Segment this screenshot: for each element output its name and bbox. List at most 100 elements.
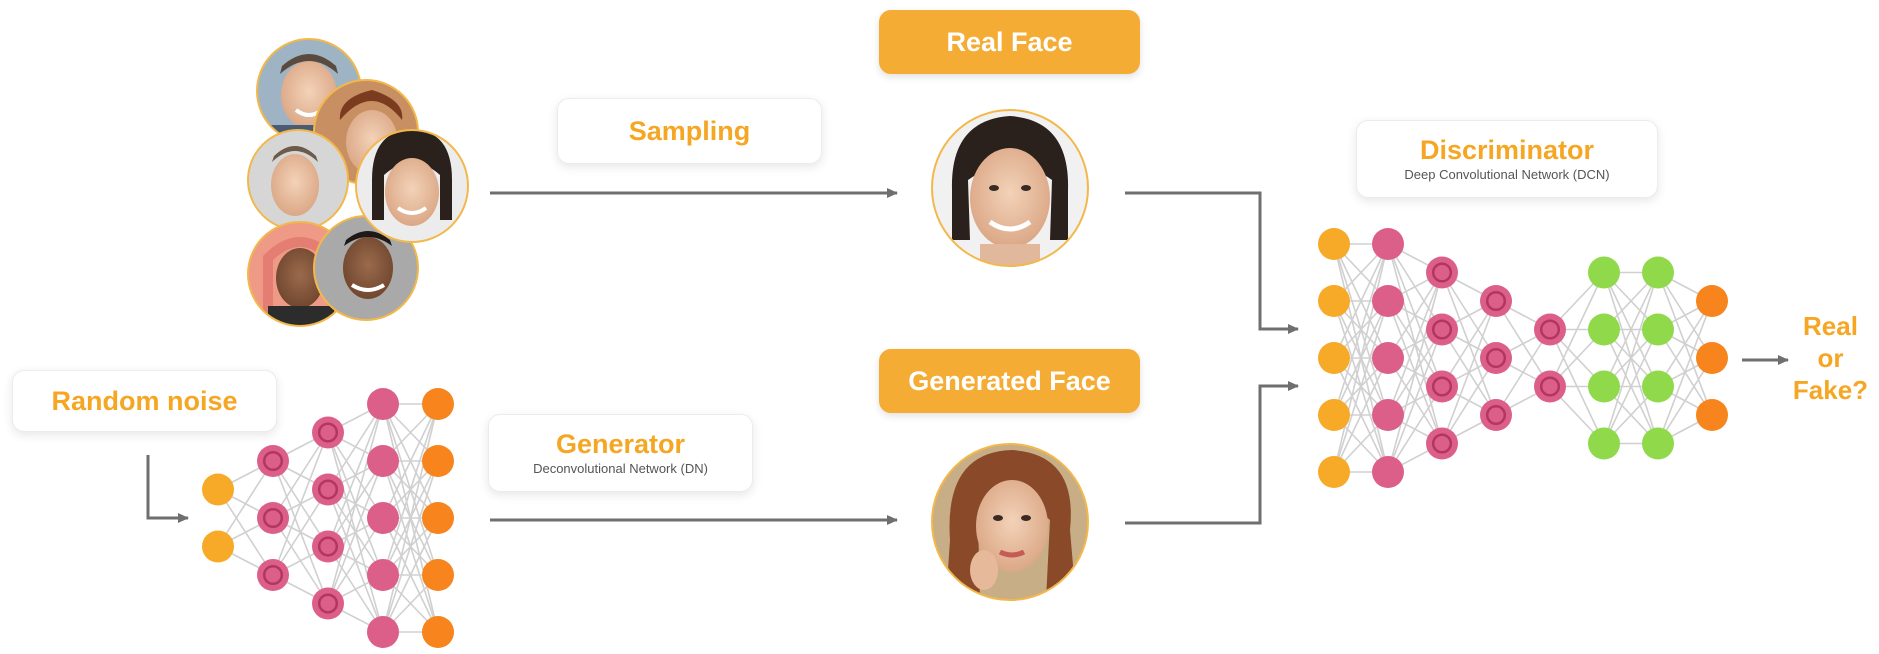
network-edge [1441, 357, 1497, 444]
network-node [257, 559, 289, 591]
network-edge [382, 403, 439, 519]
network-edge [1387, 272, 1443, 416]
network-edge [1603, 272, 1659, 387]
flow-arrows [146, 188, 1789, 525]
network-edge [327, 403, 384, 604]
network-node [1588, 313, 1620, 346]
network-edge [1387, 272, 1443, 359]
network-node [312, 416, 344, 449]
discriminator-title: Discriminator [1419, 135, 1595, 165]
network-node [257, 502, 289, 534]
network-node [1696, 285, 1728, 317]
generated-face-label: Generated Face [879, 349, 1140, 413]
network-edge [1387, 272, 1443, 473]
real-to-discriminator-arrow [1125, 191, 1299, 334]
verdict-fake: Fake? [1792, 375, 1869, 405]
network-edge [1387, 329, 1443, 473]
network-node [1534, 370, 1566, 403]
network-node [422, 616, 454, 648]
network-edge [1549, 272, 1605, 387]
network-node [1480, 399, 1512, 431]
network-node [1318, 342, 1350, 374]
network-node-ring [1485, 404, 1507, 426]
network-node [1642, 313, 1674, 346]
network-edge [327, 460, 384, 604]
network-node [257, 445, 289, 477]
verdict-real: Real [1803, 311, 1858, 341]
network-node [367, 616, 399, 648]
network-node-ring [1485, 290, 1507, 312]
real-face-photo [931, 109, 1089, 267]
network-node [1426, 313, 1458, 346]
network-edge [1603, 329, 1659, 444]
network-node [1426, 256, 1458, 289]
generator-label: Generator Deconvolutional Network (DN) [488, 414, 753, 492]
network-node [1642, 256, 1674, 289]
network-node [422, 502, 454, 534]
network-node [1318, 456, 1350, 488]
network-edge [1387, 386, 1443, 473]
network-node-ring [1431, 376, 1453, 397]
discriminator-network [1318, 228, 1728, 488]
network-edge [217, 460, 274, 547]
network-edge [1333, 243, 1389, 416]
network-node [1372, 456, 1404, 488]
generator-nodes [202, 388, 454, 648]
network-node [422, 388, 454, 420]
network-edge [382, 403, 439, 633]
network-node [1318, 399, 1350, 431]
network-edge [272, 432, 329, 519]
network-edge [272, 489, 329, 576]
network-node-ring [1539, 376, 1561, 397]
network-node [1372, 285, 1404, 317]
network-edge [1333, 243, 1389, 473]
real-face-label: Real Face [879, 10, 1140, 74]
network-node-ring [1431, 319, 1453, 340]
network-node [1372, 399, 1404, 431]
generated-face-photo [931, 443, 1089, 601]
network-node-ring [262, 564, 284, 586]
network-node-ring [317, 593, 339, 614]
network-node [312, 587, 344, 620]
network-node [367, 445, 399, 477]
network-edge [327, 403, 384, 547]
generator-title: Generator [555, 429, 686, 459]
network-node-ring [262, 507, 284, 529]
network-node [202, 473, 234, 506]
network-node-ring [317, 422, 339, 443]
network-edge [1333, 300, 1389, 473]
network-edge [1333, 243, 1389, 359]
network-edge [327, 517, 384, 604]
verdict-or: or [1817, 343, 1844, 373]
network-node [367, 559, 399, 591]
network-node [1426, 427, 1458, 460]
network-node [1588, 256, 1620, 289]
network-node [422, 445, 454, 477]
network-node [1426, 370, 1458, 403]
network-node [1480, 285, 1512, 317]
network-node [312, 530, 344, 563]
network-node [1318, 228, 1350, 260]
network-edge [1657, 357, 1713, 444]
network-node [422, 559, 454, 591]
network-node [1372, 342, 1404, 374]
network-node [1318, 285, 1350, 317]
network-edge [1657, 300, 1713, 387]
network-node [1534, 313, 1566, 346]
network-edge [382, 403, 439, 576]
generator-subtitle: Deconvolutional Network (DN) [533, 461, 708, 476]
generated-to-discriminator-arrow [1125, 381, 1299, 525]
network-node-ring [1539, 319, 1561, 340]
sample-faces-collage [247, 38, 469, 327]
network-node [1480, 342, 1512, 374]
network-node [1588, 427, 1620, 460]
network-edge [1495, 329, 1551, 416]
sampling-label: Sampling [557, 98, 822, 164]
face-photo [247, 129, 349, 231]
generator-network [202, 388, 454, 648]
network-node [1696, 342, 1728, 374]
network-node [1642, 370, 1674, 403]
discriminator-label: Discriminator Deep Convolutional Network… [1356, 120, 1658, 198]
network-edge [272, 432, 329, 576]
face-photo [313, 215, 419, 321]
